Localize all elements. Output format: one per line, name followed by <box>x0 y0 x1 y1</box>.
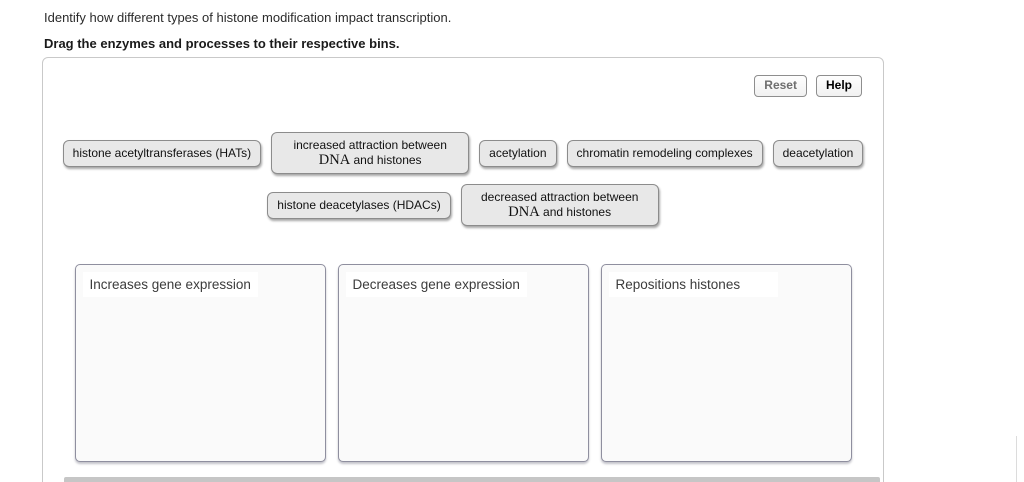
bin-label: Repositions histones <box>608 272 778 297</box>
bin-increases-gene-expression[interactable]: Increases gene expression <box>74 264 326 462</box>
bin-label: Decreases gene expression <box>345 272 527 297</box>
chip-label-part: and histones <box>350 153 422 167</box>
bin-decreases-gene-expression[interactable]: Decreases gene expression <box>337 264 589 462</box>
chip-label-part: chromatin remodeling complexes <box>576 145 753 160</box>
chip-deacetylation[interactable]: deacetylation <box>772 139 864 167</box>
drag-prompt-text: Drag the enzymes and processes to their … <box>44 36 400 51</box>
chip-label-part: acetylation <box>489 145 547 160</box>
reset-button[interactable]: Reset <box>754 75 807 97</box>
header: Identify how different types of histone … <box>44 9 451 51</box>
help-button[interactable]: Help <box>815 75 862 97</box>
chip-label-part: and histones <box>539 205 612 219</box>
bin-repositions-histones[interactable]: Repositions histones <box>600 264 852 462</box>
chip-label-part: histone acetyltransferases (HATs) <box>72 145 252 160</box>
bin-label: Increases gene expression <box>82 272 258 297</box>
chip-label-part: DNA <box>318 152 351 168</box>
chip-label-part: histone deacetylases (HDACs) <box>277 197 441 212</box>
chip-label-part: deacetylation <box>782 145 854 160</box>
window-edge-divider <box>1016 436 1017 482</box>
chip-histone-acetyltransferases[interactable]: histone acetyltransferases (HATs) <box>62 139 262 167</box>
instruction-text: Identify how different types of histone … <box>44 10 452 25</box>
chip-increased-attraction[interactable]: increased attraction between DNA and his… <box>271 132 470 174</box>
chip-histone-deacetylases[interactable]: histone deacetylases (HDACs) <box>267 191 451 219</box>
chip-label-part: increased attraction between <box>293 138 447 152</box>
chip-label-part: decreased attraction between <box>480 190 639 204</box>
toolbar: Reset Help <box>754 75 862 97</box>
bins-row: Increases gene expression Decreases gene … <box>43 264 883 462</box>
chip-acetylation[interactable]: acetylation <box>479 139 557 167</box>
horizontal-scrollbar[interactable] <box>64 477 880 482</box>
chips-row-2: histone deacetylases (HDACs) decreased at… <box>43 184 883 226</box>
chip-label-part: DNA <box>508 204 540 220</box>
chips-row-1: histone acetyltransferases (HATs) increas… <box>43 132 883 174</box>
chip-decreased-attraction[interactable]: decreased attraction between DNA and his… <box>460 184 659 226</box>
activity-panel: Reset Help histone acetyltransferases (H… <box>42 57 884 482</box>
chip-chromatin-remodeling-complexes[interactable]: chromatin remodeling complexes <box>566 139 763 167</box>
